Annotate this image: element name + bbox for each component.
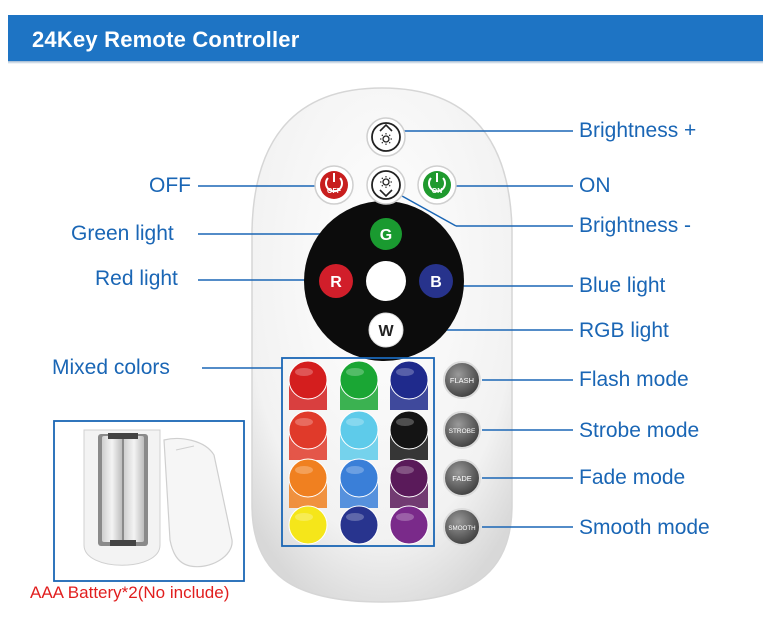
color-key-button[interactable] [339,360,379,400]
color-key-button[interactable] [389,410,429,450]
header-bar [8,15,763,61]
on-label: ON [579,174,611,197]
red-light-label: Red light [95,267,178,290]
battery-caption: AAA Battery*2(No include) [30,583,230,602]
on-button-label: ON [432,188,443,195]
battery-inset [53,420,245,582]
color-key-button[interactable] [288,458,328,498]
blue-button[interactable]: B [419,264,453,298]
connector-lines [198,130,573,528]
color-key-button[interactable] [339,458,379,498]
color-key-highlight [396,513,414,521]
smooth-mode-label: Smooth mode [579,516,710,539]
color-key-highlight [396,466,414,474]
blue-light-label: Blue light [579,274,666,297]
header-shadow [8,61,763,64]
color-key-highlight [346,513,364,521]
green-button[interactable]: G [370,218,402,250]
strobe-mode-button-label: STROBE [449,428,476,435]
off-label: OFF [149,174,191,197]
flash-mode-label: Flash mode [579,368,689,391]
color-key-grid [288,360,429,545]
color-key-highlight [346,418,364,426]
color-key-highlight [346,466,364,474]
fade-mode-button-label: FADE [452,474,472,483]
rgb-light-label: RGB light [579,319,669,342]
color-key-button[interactable] [389,505,429,545]
strobe-mode-button[interactable]: STROBE [443,411,481,449]
on-button[interactable]: ON [417,165,457,205]
center-white-button[interactable] [366,261,406,301]
brightness-up-button[interactable] [366,117,406,157]
color-key-highlight [396,418,414,426]
fade-mode-button[interactable]: FADE [443,459,481,497]
fade-mode-label: Fade mode [579,466,686,489]
color-key-button[interactable] [389,360,429,400]
color-key-highlight [396,368,414,376]
green-light-label: Green light [71,222,174,245]
brightness-up-label: Brightness + [579,119,697,142]
color-key-highlight [295,466,313,474]
off-button-label: OFF [327,188,342,195]
color-key-highlight [346,368,364,376]
smooth-mode-button[interactable]: SMOOTH [443,508,481,546]
color-key-highlight [295,368,313,376]
color-key-highlight [295,513,313,521]
red-button-label: R [330,274,342,291]
white-button[interactable]: W [368,312,404,348]
page-title: 24Key Remote Controller [32,27,300,52]
white-button-label: W [378,323,394,340]
smooth-mode-button-label: SMOOTH [448,525,475,532]
color-key-button[interactable] [389,458,429,498]
color-key-button[interactable] [288,360,328,400]
strobe-mode-label: Strobe mode [579,419,700,442]
brightness-down-button[interactable] [366,165,406,205]
green-button-label: G [380,227,392,244]
color-key-highlight [295,418,313,426]
off-button[interactable]: OFF [314,165,354,205]
blue-button-label: B [430,274,442,291]
flash-mode-button-label: FLASH [450,376,474,385]
mixed-colors-label: Mixed colors [52,356,170,379]
color-key-button[interactable] [288,410,328,450]
flash-mode-button[interactable]: FLASH [443,361,481,399]
color-key-button[interactable] [288,505,328,545]
brightness-down-label: Brightness - [579,214,692,237]
color-key-button[interactable] [339,410,379,450]
color-key-button[interactable] [339,505,379,545]
red-button[interactable]: R [319,264,353,298]
mixed-colors-frame [281,357,435,547]
